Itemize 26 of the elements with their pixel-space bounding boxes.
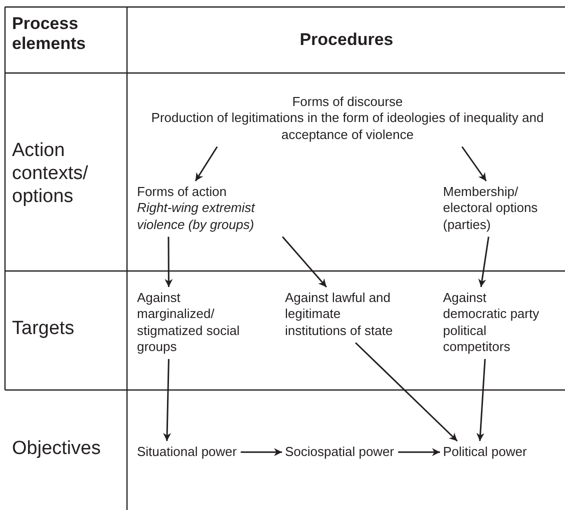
node-text: Forms of action <box>137 184 228 200</box>
node-text: Against marginalized/ stigmatized social groups <box>137 290 241 355</box>
arrow <box>240 448 282 456</box>
arrow <box>476 358 486 442</box>
arrow <box>194 146 218 182</box>
node-text: Right-wing extremist violence (by groups) <box>137 200 256 233</box>
arrow <box>355 342 458 442</box>
node-text: Forms of discourse <box>291 94 404 110</box>
arrow <box>461 146 487 182</box>
column-header: Procedures <box>298 30 394 50</box>
node-text: Sociospatial power <box>285 444 394 460</box>
node-text: Situational power <box>137 444 237 460</box>
row-header: Action contexts/ options <box>12 140 90 208</box>
arrow <box>478 236 490 288</box>
node-text: Production of legitimations in the form of ideologies of inequality and acceptance of violence <box>150 110 545 143</box>
arrow <box>163 358 172 442</box>
row-header: Objectives <box>12 438 102 461</box>
arrow <box>398 448 440 456</box>
arrow <box>164 236 173 287</box>
node-text: Against lawful and legitimate institutions of state <box>285 290 394 339</box>
arrow <box>282 236 327 288</box>
node-text: Against democratic party political competitors <box>443 290 540 355</box>
row-header: Targets <box>12 318 76 341</box>
column-header: Process elements <box>12 14 87 55</box>
node-text: Membership/ electoral options (parties) <box>443 184 539 233</box>
node-text: Political power <box>443 444 527 460</box>
